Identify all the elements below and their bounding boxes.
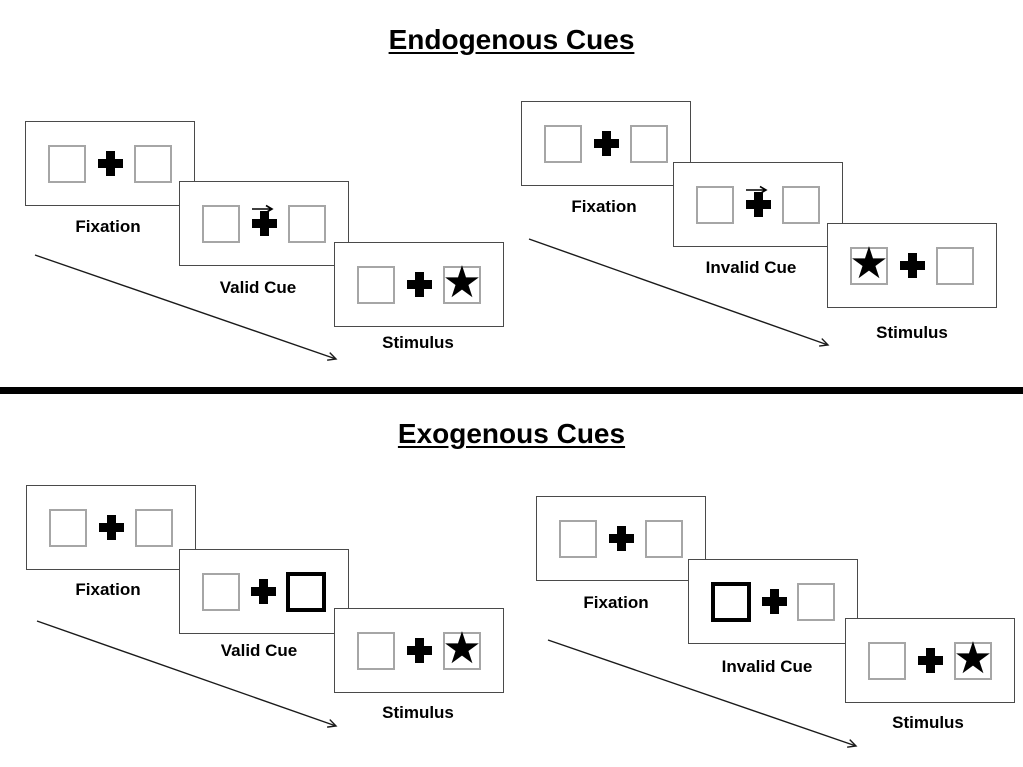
fixation-cross-icon [761,589,787,614]
fixation-cross-icon [98,515,124,540]
highlighted-cue-box-left [711,581,751,622]
exo-invalid-fixation-panel [536,496,706,581]
star-stimulus-icon: ★ [953,634,993,683]
fixation-cross-icon [406,638,432,663]
star-box-right: ★ [442,624,482,673]
endo-invalid-cue-panel [673,162,843,247]
fixation-cross-icon [406,272,432,297]
fixation-area [591,131,621,156]
highlighted-cue-box-right [286,571,326,612]
fixation-area [606,526,636,551]
endo-valid-fixation-panel [25,121,195,206]
placeholder-box-right [135,508,173,547]
step-label-fixation: Fixation [571,197,637,216]
fixation-cross-icon [899,253,925,278]
fixation-area [759,589,789,614]
placeholder-box-right [797,582,835,621]
placeholder-box-left [49,508,87,547]
star-box-right: ★ [442,258,482,307]
fixation-area [915,648,945,673]
fixation-area [95,151,125,176]
exogenous-section-title: Exogenous Cues [397,418,626,449]
time-sequence-arrow [36,620,338,728]
endo-invalid-fixation-panel [521,101,691,186]
placeholder-box-right [936,246,974,285]
fixation-cross-icon [251,211,277,236]
exo-valid-stimulus-panel: ★ [334,608,504,693]
placeholder-box-right [288,204,326,243]
star-stimulus-icon: ★ [442,258,482,307]
exo-valid-cue-panel [179,549,349,634]
step-label-stimulus: Stimulus [382,333,454,352]
fixation-area [404,272,434,297]
placeholder-box-left [202,204,240,243]
star-stimulus-icon: ★ [442,624,482,673]
fixation-area [743,185,773,217]
step-label-cue: Valid Cue [219,278,297,297]
step-label-cue: Invalid Cue [705,258,797,277]
time-sequence-arrow [34,254,338,361]
fixation-area [248,579,278,604]
endogenous-section-title: Endogenous Cues [388,24,635,55]
endo-valid-stimulus-panel: ★ [334,242,504,327]
fixation-cross-icon [608,526,634,551]
endo-valid-cue-panel [179,181,349,266]
star-box-left: ★ [849,239,889,288]
placeholder-box-left [696,185,734,224]
fixation-cross-icon [917,648,943,673]
step-label-stimulus: Stimulus [382,703,454,722]
fixation-cross-icon [593,131,619,156]
fixation-area [96,515,126,540]
placeholder-box-left [357,631,395,670]
step-label-fixation: Fixation [75,580,141,599]
placeholder-box-left [559,519,597,558]
exo-invalid-stimulus-panel: ★ [845,618,1015,703]
exo-invalid-cue-panel [688,559,858,644]
placeholder-box-left [544,124,582,163]
section-divider [0,387,1023,394]
time-sequence-arrow [547,639,858,748]
placeholder-box-right [630,124,668,163]
fixation-cross-icon [250,579,276,604]
placeholder-box-left [202,572,240,611]
placeholder-box-left [357,265,395,304]
time-sequence-arrow [528,238,830,347]
star-stimulus-icon: ★ [849,239,889,288]
step-label-fixation: Fixation [75,217,141,236]
step-label-cue: Valid Cue [220,641,298,660]
placeholder-box-left [868,641,906,680]
endo-invalid-stimulus-panel: ★ [827,223,997,308]
step-label-cue: Invalid Cue [721,657,813,676]
step-label-stimulus: Stimulus [892,713,964,732]
placeholder-box-right [645,519,683,558]
fixation-cross-icon [745,192,771,217]
exo-valid-fixation-panel [26,485,196,570]
star-box-right: ★ [953,634,993,683]
placeholder-box-left [48,144,86,183]
fixation-cross-icon [97,151,123,176]
fixation-area [249,204,279,236]
placeholder-box-right [134,144,172,183]
step-label-fixation: Fixation [583,593,649,612]
fixation-area [404,638,434,663]
fixation-area [897,253,927,278]
step-label-stimulus: Stimulus [876,323,948,342]
placeholder-box-right [782,185,820,224]
